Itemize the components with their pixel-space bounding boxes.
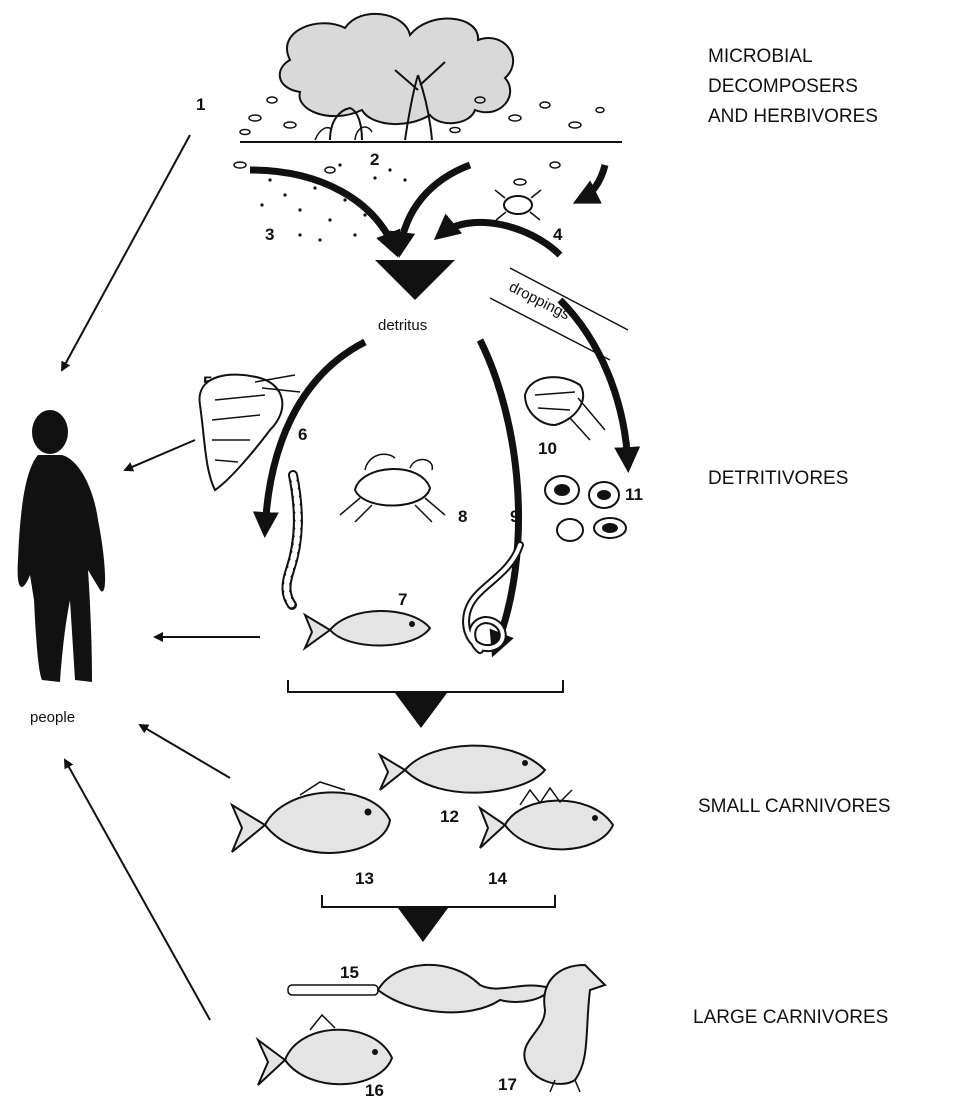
level-title-detritivores: DETRITIVORES	[708, 468, 848, 489]
level-title-microbial-1: MICROBIAL	[708, 46, 813, 67]
number-15: 15	[340, 963, 359, 982]
level-title-microbial-2: DECOMPOSERS	[708, 76, 858, 97]
mangrove-tree-illustration	[234, 14, 622, 242]
arrow-to-large-carnivores	[398, 908, 448, 942]
number-8: 8	[458, 507, 467, 526]
level-title-microbial-3: AND HERBIVORES	[708, 106, 878, 127]
number-9: 9	[510, 507, 519, 526]
arrow-to-small-carnivores	[395, 693, 447, 728]
arrow-detritus-to-9	[480, 340, 519, 650]
arrow-small-carnivores-to-people	[140, 725, 230, 778]
fish-16-illustration	[258, 1015, 392, 1085]
detritus-arrowhead	[375, 260, 455, 300]
person-silhouette	[18, 410, 105, 682]
number-10: 10	[538, 439, 557, 458]
fish-7-illustration	[305, 611, 430, 648]
number-7: 7	[398, 590, 407, 609]
number-17: 17	[498, 1075, 517, 1094]
arrow-5-to-people	[125, 440, 195, 470]
level-title-large-carnivores: LARGE CARNIVORES	[693, 1007, 888, 1028]
droppings-band: droppings	[490, 268, 628, 360]
arrow-detritus-to-6	[265, 342, 365, 530]
bracket-small-carnivores	[322, 895, 555, 907]
fish-12-illustration	[380, 746, 545, 793]
number-4: 4	[553, 225, 563, 244]
arrow-1-to-people	[62, 135, 190, 370]
worm-6-illustration	[286, 475, 297, 605]
level-title-small-carnivores: SMALL CARNIVORES	[698, 796, 891, 817]
people-label: people	[30, 709, 75, 726]
arrow-large-carnivores-to-people	[65, 760, 210, 1020]
number-6: 6	[298, 425, 307, 444]
number-2: 2	[370, 150, 379, 169]
shrimp-10-illustration	[525, 377, 605, 440]
arrow-crab-to-detritus	[440, 222, 560, 255]
detritus-label: detritus	[378, 317, 427, 334]
number-14: 14	[488, 869, 507, 888]
sawfish-15-illustration	[288, 965, 550, 1012]
arrow-4	[580, 165, 605, 200]
arrow-2-to-detritus	[400, 165, 470, 250]
crab-4-illustration	[495, 190, 541, 220]
fish-13-illustration	[232, 782, 390, 853]
bird-17-illustration	[524, 965, 605, 1092]
bracket-detritivores	[288, 680, 563, 692]
number-13: 13	[355, 869, 374, 888]
crab-8-illustration	[340, 454, 445, 522]
number-16: 16	[365, 1081, 384, 1100]
snails-11-illustration	[545, 476, 626, 541]
number-3: 3	[265, 225, 274, 244]
fish-14-illustration	[480, 788, 613, 849]
number-12: 12	[440, 807, 459, 826]
number-11: 11	[625, 485, 643, 504]
number-1: 1	[196, 95, 205, 114]
